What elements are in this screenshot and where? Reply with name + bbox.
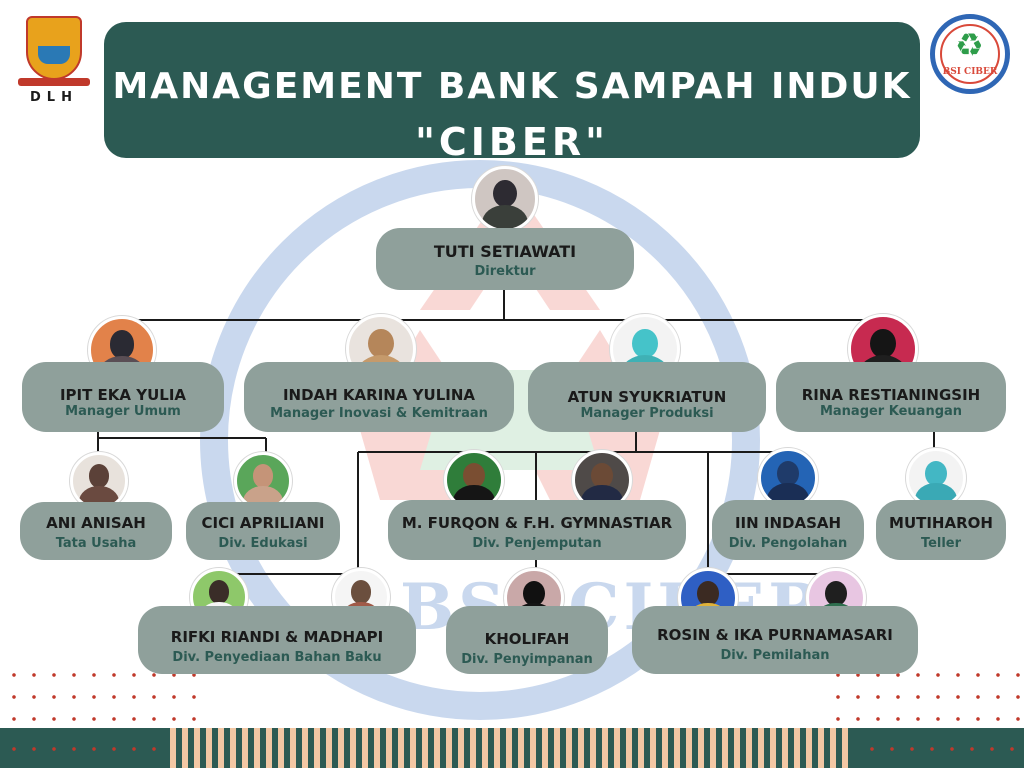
staff-role: Div. Pengolahan xyxy=(728,536,848,551)
dlh-logo: DLH xyxy=(18,14,90,110)
manager-role: Manager Keuangan xyxy=(819,404,963,419)
rosin-card: ROSIN & IKA PURNAMASARI Div. Pemilahan xyxy=(632,606,918,674)
director-role: Direktur xyxy=(474,264,536,279)
staff-name: ROSIN & IKA PURNAMASARI xyxy=(657,626,893,644)
decor-dots-right xyxy=(828,664,1024,724)
bsi-logo-ring xyxy=(940,24,1000,84)
staff-name: CICI APRILIANI xyxy=(201,514,325,532)
staff-name: IIN INDASAH xyxy=(734,514,842,532)
staff-role: Div. Penjemputan xyxy=(472,536,602,551)
cici-photo xyxy=(234,452,292,510)
iin-photo xyxy=(758,448,818,508)
decor-dots-left xyxy=(4,664,204,724)
director-card: TUTI SETIAWATI Direktur xyxy=(376,228,634,290)
cici-card: CICI APRILIANI Div. Edukasi xyxy=(186,502,340,560)
director-photo xyxy=(472,166,538,232)
manager-name: IPIT EKA YULIA xyxy=(59,386,187,404)
staff-name: M. FURQON & F.H. GYMNASTIAR xyxy=(401,514,673,532)
page-subtitle: "CIBER" xyxy=(415,120,609,164)
staff-name: RIFKI RIANDI & MADHAPI xyxy=(170,628,384,646)
dlh-shield-icon xyxy=(26,16,82,80)
page-title: MANAGEMENT BANK SAMPAH INDUK xyxy=(112,66,912,107)
staff-role: Div. Penyediaan Bahan Baku xyxy=(172,650,382,665)
furqon-card: M. FURQON & F.H. GYMNASTIAR Div. Penjemp… xyxy=(388,500,686,560)
manager-role: Manager Produksi xyxy=(580,406,714,421)
manager-umum-card: IPIT EKA YULIA Manager Umum xyxy=(22,362,224,432)
director-name: TUTI SETIAWATI xyxy=(433,242,577,261)
ani-photo xyxy=(70,452,128,510)
iin-card: IIN INDASAH Div. Pengolahan xyxy=(712,500,864,560)
ani-card: ANI ANISAH Tata Usaha xyxy=(20,502,172,560)
staff-role: Div. Penyimpanan xyxy=(461,652,593,667)
muti-card: MUTIHAROH Teller xyxy=(876,500,1006,560)
rifki-card: RIFKI RIANDI & MADHAPI Div. Penyediaan B… xyxy=(138,606,416,674)
staff-name: ANI ANISAH xyxy=(46,514,146,532)
staff-role: Teller xyxy=(920,536,962,551)
manager-name: ATUN SYUKRIATUN xyxy=(567,388,727,406)
title-banner: MANAGEMENT BANK SAMPAH INDUK "CIBER" xyxy=(104,22,920,164)
footer-dots-right xyxy=(862,738,1022,762)
manager-role: Manager Inovasi & Kemitraan xyxy=(270,406,488,421)
muti-photo xyxy=(906,448,966,508)
kholifah-card: KHOLIFAH Div. Penyimpanan xyxy=(446,606,608,674)
bsi-logo-text: BSI CIBER xyxy=(942,67,998,77)
staff-role: Div. Edukasi xyxy=(218,536,308,551)
manager-role: Manager Umum xyxy=(65,404,181,419)
dlh-ribbon xyxy=(18,78,90,86)
footer-stripes xyxy=(170,728,854,768)
footer-dots-left xyxy=(4,738,164,762)
staff-role: Tata Usaha xyxy=(55,536,137,551)
staff-role: Div. Pemilahan xyxy=(720,648,830,663)
bsi-ciber-logo: ♻ BSI CIBER xyxy=(930,14,1010,94)
manager-produksi-card: ATUN SYUKRIATUN Manager Produksi xyxy=(528,362,766,432)
staff-name: MUTIHAROH xyxy=(889,514,993,532)
dlh-logo-text: DLH xyxy=(30,90,78,105)
manager-inovasi-card: INDAH KARINA YULINA Manager Inovasi & Ke… xyxy=(244,362,514,432)
manager-name: INDAH KARINA YULINA xyxy=(282,386,476,404)
recycle-icon: ♻ xyxy=(955,26,984,64)
manager-name: RINA RESTIANINGSIH xyxy=(801,386,981,404)
staff-name: KHOLIFAH xyxy=(484,630,570,648)
manager-keuangan-card: RINA RESTIANINGSIH Manager Keuangan xyxy=(776,362,1006,432)
